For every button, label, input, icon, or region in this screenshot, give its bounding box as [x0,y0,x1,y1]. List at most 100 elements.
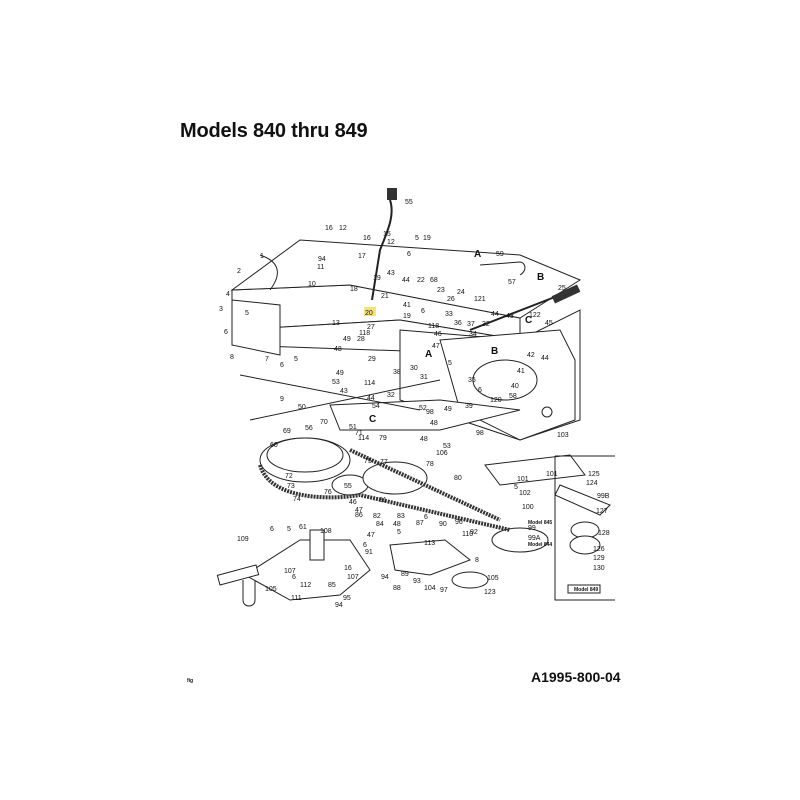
part-label: 12 [387,239,395,246]
part-label: 19 [423,235,431,242]
part-label: 12 [339,225,347,232]
inset-label: 99B [597,493,610,500]
part-label: 48 [430,420,438,427]
part-label: 108 [320,528,332,535]
part-label: 48 [334,346,342,353]
part-label: 93 [413,578,421,585]
part-label: 43 [387,270,395,277]
part-label: 86 [355,512,363,519]
part-label: 58 [509,393,517,400]
part-label: 18 [350,286,358,293]
part-label: 5 [287,526,291,533]
part-label: 56 [305,425,313,432]
inset-label: 126 [593,546,605,553]
part-label: 53 [332,379,340,386]
part-label: 49 [336,370,344,377]
part-label: 7 [265,356,269,363]
part-label: 37 [467,321,475,328]
part-label: 44 [491,311,499,318]
part-label: 59 [496,251,504,258]
part-label: 90 [439,521,447,528]
part-label: 6 [424,514,428,521]
part-label: 106 [436,450,448,457]
part-label: 6 [270,526,274,533]
part-label: 95 [343,595,351,602]
ref-letter-c: C [369,414,376,425]
part-label: 113 [424,540,435,547]
part-label: 27 [367,324,375,331]
transaxle [216,529,371,607]
part-label: 51 [349,424,357,431]
part-label: 47 [432,343,440,350]
part-label: 80 [454,475,462,482]
part-label: 120 [490,397,502,404]
part-label: 33 [445,311,453,318]
part-label: 89 [401,571,409,578]
part-label: 16 [344,565,352,572]
part-label: 76 [324,489,332,496]
part-label: 4 [226,291,230,298]
part-label: 105 [487,575,499,582]
part-label: 94 [335,602,343,609]
part-label: 88 [393,585,401,592]
inset-label: 129 [593,555,605,562]
part-label: 19 [403,313,411,320]
inset-label: 128 [598,530,610,537]
part-label: 94 [381,574,389,581]
part-label: 102 [519,490,531,497]
inset-label: 130 [593,565,605,572]
part-label: 15 [383,231,391,238]
control-levers [239,188,581,421]
highlight-part-20 [364,307,376,316]
ref-letter-b: B [491,346,498,357]
part-label: 47 [367,532,375,539]
part-label: 31 [420,374,428,381]
part-label: 10 [308,281,316,288]
part-label: 114 [364,380,375,387]
part-label: 21 [381,293,389,300]
part-label: 48 [420,436,428,443]
ref-letter-a: A [474,249,481,260]
part-label: 49 [444,406,452,413]
part-label: 55 [344,483,352,490]
part-label: 118 [359,330,370,337]
part-label: 46 [434,331,442,338]
part-label: 79 [379,435,387,442]
part-label: 22 [417,277,425,284]
part-label: 20 [365,310,373,317]
inset-label: 101 [546,471,558,478]
part-label: 2 [237,268,241,275]
part-label: 49 [343,336,351,343]
part-label: 60 [270,442,278,449]
part-label: 122 [529,312,541,319]
part-label: 121 [474,296,486,303]
part-label: 48 [393,521,401,528]
inset-label: 124 [586,480,598,487]
model-note: Model 844 [528,542,552,548]
part-label: 44 [367,395,375,402]
part-label: 24 [457,289,465,296]
part-label: 6 [478,387,482,394]
part-label: 97 [440,587,448,594]
part-label: 111 [291,595,302,602]
part-label: 98 [476,430,484,437]
part-label: 5 [448,360,452,367]
inset-label: 127 [596,508,608,515]
part-label: 41 [403,302,411,309]
part-label: 40 [511,383,519,390]
part-label: 78 [426,461,434,468]
part-label: 73 [287,483,295,490]
inset-label: 125 [588,471,600,478]
part-label: 69 [283,428,291,435]
part-label: 35 [468,377,476,384]
part-label: 53 [443,443,451,450]
part-label: 109 [237,536,249,543]
part-labels: 55 16 12 16 15 12 5 19 6 1 94 11 17 2 19… [219,199,610,609]
part-label: 81 [379,497,387,504]
part-label: 8 [475,557,479,564]
part-label: 112 [300,582,311,589]
part-label: 43 [506,313,514,320]
part-label: 29 [368,356,376,363]
part-label: 5 [514,484,518,491]
